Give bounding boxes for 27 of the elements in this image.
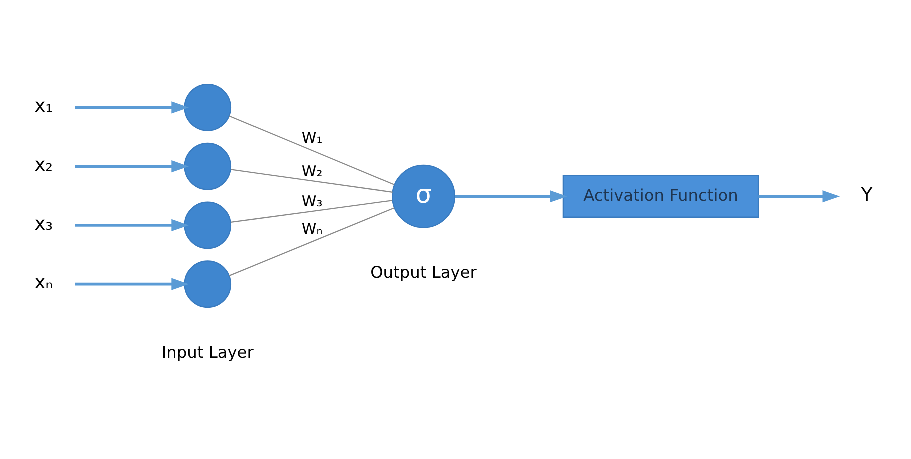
label: Input Layer bbox=[162, 342, 254, 362]
node-circle bbox=[184, 84, 232, 132]
node-box: Activation Function bbox=[562, 175, 760, 218]
arrow bbox=[75, 278, 190, 290]
connector bbox=[229, 208, 395, 276]
label: Output Layer bbox=[370, 263, 477, 282]
arrow bbox=[75, 102, 190, 114]
node-text: x₂ bbox=[34, 154, 54, 176]
arrow bbox=[455, 190, 568, 203]
edge-label: W₃ bbox=[302, 192, 323, 210]
node-text: x₁ bbox=[34, 96, 54, 118]
arrow bbox=[75, 160, 189, 173]
connector bbox=[231, 200, 393, 224]
edge-label: W₂ bbox=[302, 162, 323, 180]
node-circle bbox=[184, 142, 232, 190]
node-circle bbox=[184, 202, 232, 250]
node-circle: σ bbox=[392, 164, 456, 228]
arrow bbox=[75, 219, 190, 232]
arrow bbox=[758, 190, 840, 203]
edge-label: Wₙ bbox=[302, 220, 323, 238]
node-circle bbox=[184, 260, 232, 308]
connector bbox=[231, 169, 393, 193]
node-text: Y bbox=[861, 184, 873, 206]
connector bbox=[229, 116, 395, 186]
node-text: x₃ bbox=[34, 214, 54, 235]
edge-label: W₁ bbox=[302, 128, 323, 147]
node-text: xₙ bbox=[34, 272, 54, 294]
